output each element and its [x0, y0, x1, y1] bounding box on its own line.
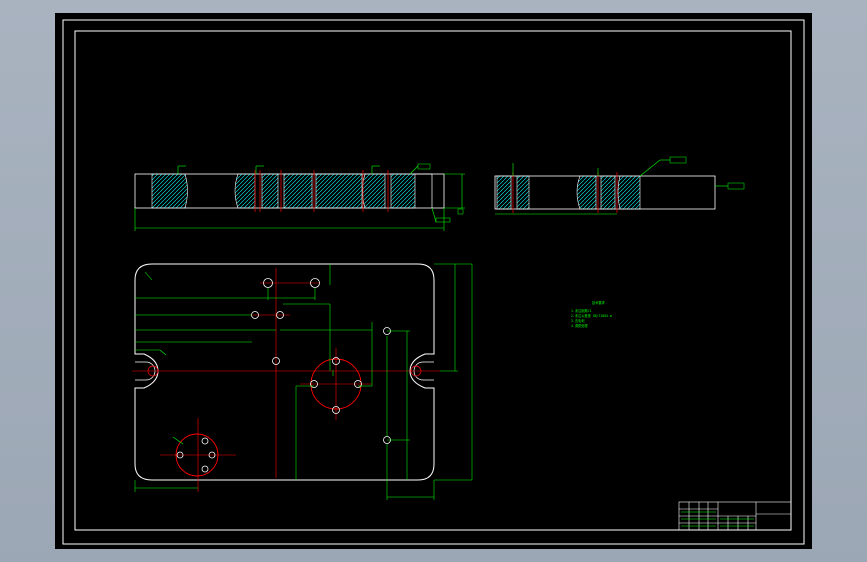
- inner-frame: [74, 30, 792, 531]
- outer-frame: [62, 19, 805, 545]
- cad-drawing-viewport[interactable]: 技术要求 1.未注倒角C1 2.未注公差按 GB/T1804-m 3.去毛刺 4…: [55, 13, 812, 549]
- drawing-sheet: 技术要求 1.未注倒角C1 2.未注公差按 GB/T1804-m 3.去毛刺 4…: [62, 19, 805, 545]
- notes-heading: 技术要求: [592, 300, 606, 305]
- title-block: [678, 501, 792, 531]
- notes-line-3: 3.去毛刺: [571, 318, 584, 323]
- notes-line-2: 2.未注公差按 GB/T1804-m: [571, 313, 612, 318]
- side-section-view: [494, 156, 745, 215]
- technical-notes: 技术要求 1.未注倒角C1 2.未注公差按 GB/T1804-m 3.去毛刺 4…: [571, 300, 612, 328]
- front-section-view: [134, 163, 465, 231]
- notes-line-4: 4.调质处理: [571, 323, 588, 328]
- plan-view: [132, 263, 473, 500]
- notes-line-1: 1.未注倒角C1: [571, 308, 592, 313]
